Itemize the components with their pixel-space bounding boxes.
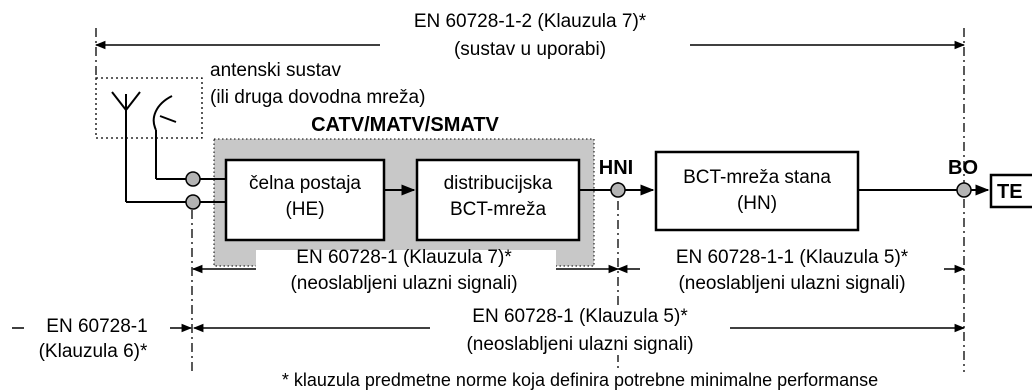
terminal-equipment-box: TE bbox=[989, 173, 1032, 209]
antenna-system: antenski sustav (ili druga dovodna mreža… bbox=[95, 60, 425, 202]
spec-clause5-line1: EN 60728-1 (Klauzula 5)* bbox=[472, 306, 688, 327]
spec-1-1-dimension: EN 60728-1-1 (Klauzula 5)* (neoslabljeni… bbox=[616, 247, 966, 294]
home-network-line1: BCT-mreža stana bbox=[683, 167, 831, 188]
te-label: TE bbox=[997, 181, 1023, 203]
spec-clause7-label-bg bbox=[256, 250, 556, 292]
hni-label: HNI bbox=[599, 157, 633, 179]
spec-clause7-line2: (neoslabljeni ulazni signali) bbox=[290, 273, 517, 294]
distribution-line2: BCT-mreža bbox=[450, 199, 547, 220]
distribution-line1: distribucijska bbox=[444, 173, 553, 194]
distribution-rect bbox=[415, 158, 581, 242]
home-network-box: BCT-mreža stana (HN) bbox=[654, 150, 860, 232]
top-spec-dimension: EN 60728-1-2 (Klauzula 7)* (sustav u upo… bbox=[94, 11, 966, 60]
spec-1-1-line2: (neoslabljeni ulazni signali) bbox=[678, 273, 905, 294]
antenna-label-line2: (ili druga dovodna mreža) bbox=[210, 87, 425, 108]
home-network-rect bbox=[654, 150, 860, 232]
head-end-line2: (HE) bbox=[285, 199, 324, 220]
distribution-box: distribucijska BCT-mreža bbox=[415, 158, 581, 242]
bo-port bbox=[956, 182, 972, 198]
spec-clause7-dimension: EN 60728-1 (Klauzula 7)* (neoslabljeni u… bbox=[191, 247, 620, 294]
bo-label: BO bbox=[948, 157, 978, 179]
te-rect bbox=[989, 173, 1032, 209]
spec-1-1-label-bg bbox=[640, 250, 944, 292]
head-end-box: čelna postaja (HE) bbox=[224, 158, 386, 242]
satellite-dish-icon bbox=[152, 95, 177, 179]
spec-clause6-line1: EN 60728-1 bbox=[46, 316, 147, 337]
head-end-line1: čelna postaja bbox=[249, 173, 361, 194]
spec-clause6-line2: (Klauzula 6)* bbox=[39, 341, 148, 362]
antenna-icon bbox=[111, 91, 141, 202]
spec-1-1-line1: EN 60728-1-1 (Klauzula 5)* bbox=[676, 247, 909, 268]
bo-point: BO bbox=[948, 157, 978, 198]
antenna-dotted-box bbox=[95, 77, 203, 139]
spec-clause5-label-bg bbox=[430, 309, 730, 355]
spec-clause5-dimension: EN 60728-1 (Klauzula 5)* (neoslabljeni u… bbox=[192, 306, 966, 355]
footnote: * klauzula predmetne norme koja definira… bbox=[282, 370, 878, 390]
he-input-lines bbox=[200, 178, 226, 203]
antenna-label-line1: antenski sustav bbox=[210, 60, 341, 81]
hni-point: HNI bbox=[599, 157, 633, 198]
spec-clause7-line1: EN 60728-1 (Klauzula 7)* bbox=[296, 247, 512, 268]
catv-title: CATV/MATV/SMATV bbox=[311, 114, 499, 136]
top-spec-line1: EN 60728-1-2 (Klauzula 7)* bbox=[414, 11, 647, 32]
he-port-satellite bbox=[185, 171, 201, 187]
home-network-line2: (HN) bbox=[737, 193, 777, 214]
spec-clause5-line2: (neoslabljeni ulazni signali) bbox=[466, 334, 693, 355]
feed-lines bbox=[126, 178, 186, 203]
hni-port bbox=[610, 182, 626, 198]
top-spec-line2: (sustav u uporabi) bbox=[454, 39, 606, 60]
spec-clause6-dimension: EN 60728-1 (Klauzula 6)* bbox=[12, 316, 193, 362]
he-port-terrestrial bbox=[185, 194, 201, 210]
head-end-rect bbox=[224, 158, 386, 242]
he-input-ports bbox=[185, 171, 201, 210]
